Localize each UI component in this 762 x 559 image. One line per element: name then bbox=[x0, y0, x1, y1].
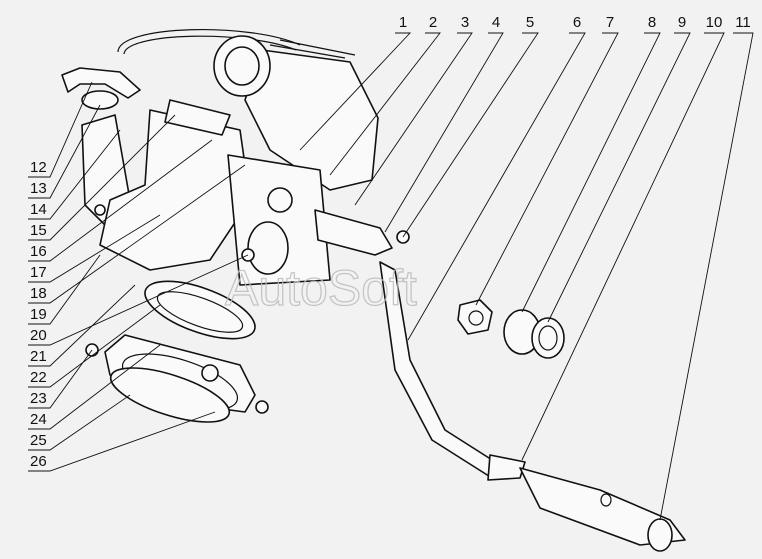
bracket-bolt bbox=[94, 204, 106, 216]
hose-loop bbox=[117, 28, 301, 53]
leader-5 bbox=[402, 32, 539, 238]
leader-15 bbox=[28, 114, 176, 241]
leader-18 bbox=[28, 164, 246, 304]
callout-11: 11 bbox=[735, 14, 751, 31]
callout-numbers: 1 2 3 4 5 6 7 8 9 10 11 12 13 14 15 16 1… bbox=[30, 14, 751, 470]
callout-1: 1 bbox=[399, 14, 407, 31]
callout-9: 9 bbox=[678, 14, 686, 31]
clamp-nut bbox=[201, 364, 219, 382]
callout-26: 26 bbox=[30, 453, 47, 470]
leader-21 bbox=[28, 284, 136, 367]
leader-2 bbox=[329, 32, 441, 176]
hex-nut bbox=[457, 299, 493, 335]
flange-port-lower bbox=[247, 221, 289, 275]
watermark-text: AutoSoft bbox=[225, 260, 417, 316]
leader-17 bbox=[28, 214, 161, 283]
leader-19 bbox=[28, 254, 101, 325]
leader-26 bbox=[28, 411, 216, 472]
leader-14 bbox=[28, 129, 121, 220]
leader-16 bbox=[28, 139, 213, 262]
callout-5: 5 bbox=[526, 14, 534, 31]
callout-10: 10 bbox=[706, 14, 723, 31]
leader-24 bbox=[28, 344, 161, 430]
callout-17: 17 bbox=[30, 264, 47, 281]
outlet-ring bbox=[144, 280, 256, 340]
leader-1 bbox=[299, 32, 412, 151]
leader-10 bbox=[521, 32, 725, 461]
hose-clamp-small bbox=[600, 493, 612, 507]
leader-22 bbox=[28, 304, 161, 388]
callout-2: 2 bbox=[429, 14, 437, 31]
callout-7: 7 bbox=[606, 14, 614, 31]
leader-23 bbox=[28, 349, 93, 409]
leader-7 bbox=[475, 32, 619, 306]
gasket bbox=[109, 367, 231, 423]
leader-6 bbox=[407, 32, 586, 341]
callout-6: 6 bbox=[573, 14, 581, 31]
leader-9 bbox=[547, 32, 691, 323]
leader-4 bbox=[384, 32, 504, 233]
callout-20: 20 bbox=[30, 327, 47, 344]
callout-23: 23 bbox=[30, 390, 47, 407]
hose-loop-inner bbox=[123, 35, 297, 55]
callout-21: 21 bbox=[30, 348, 47, 365]
callout-3: 3 bbox=[461, 14, 469, 31]
callout-24: 24 bbox=[30, 411, 47, 428]
hose-clamp bbox=[487, 454, 526, 481]
callout-16: 16 bbox=[30, 243, 47, 260]
leader-25 bbox=[28, 394, 131, 451]
callout-19: 19 bbox=[30, 306, 47, 323]
upper-flange bbox=[164, 99, 231, 136]
leader-11 bbox=[659, 32, 754, 521]
outlet-ring-bore bbox=[156, 291, 244, 333]
callout-14: 14 bbox=[30, 201, 47, 218]
leader-8 bbox=[521, 32, 661, 313]
oil-pipe bbox=[61, 67, 141, 99]
housing-ribs bbox=[269, 39, 356, 59]
callout-4: 4 bbox=[492, 14, 500, 31]
leader-12 bbox=[28, 81, 93, 178]
compressor-housing bbox=[244, 49, 379, 191]
o-ring bbox=[531, 317, 565, 359]
callout-18: 18 bbox=[30, 285, 47, 302]
callout-12: 12 bbox=[30, 159, 47, 176]
clamp-bolt-right bbox=[255, 400, 269, 414]
turbine-housing bbox=[99, 109, 251, 271]
callout-25: 25 bbox=[30, 432, 47, 449]
leader-20 bbox=[28, 254, 249, 346]
leader-13 bbox=[28, 104, 101, 199]
compressor-inlet-bore bbox=[224, 46, 260, 86]
flange-port-upper bbox=[267, 187, 293, 213]
leader-3 bbox=[354, 32, 473, 206]
o-ring-bore bbox=[538, 325, 558, 351]
leader-lines bbox=[28, 32, 754, 521]
wastegate-rod bbox=[314, 209, 393, 256]
callout-13: 13 bbox=[30, 180, 47, 197]
pipe-fitting bbox=[81, 90, 119, 110]
callout-15: 15 bbox=[30, 222, 47, 239]
callout-8: 8 bbox=[648, 14, 656, 31]
hose-end bbox=[647, 518, 673, 552]
callout-22: 22 bbox=[30, 369, 47, 386]
assembly-drawing bbox=[61, 28, 686, 552]
drain-hose bbox=[519, 467, 686, 546]
nut-bore bbox=[468, 310, 484, 326]
